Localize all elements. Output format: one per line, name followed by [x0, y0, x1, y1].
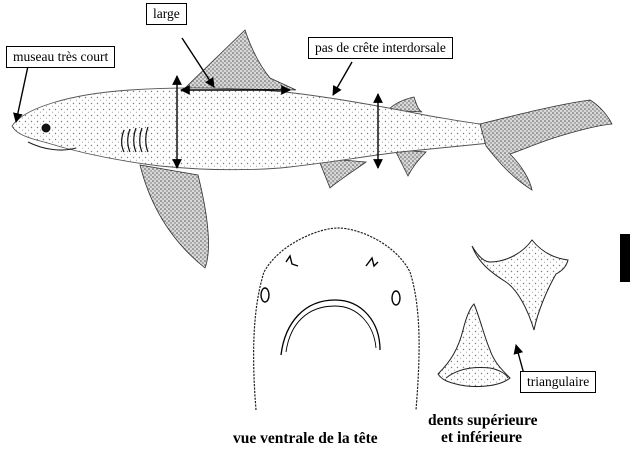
- nostril-right: [366, 258, 378, 266]
- caudal-fin: [480, 100, 612, 190]
- eye-left: [261, 288, 269, 302]
- first-dorsal-fin: [185, 30, 296, 90]
- lower-tooth: [438, 304, 510, 386]
- teeth-illustration: [438, 240, 568, 386]
- pectoral-fin: [140, 165, 209, 268]
- caption-teeth-line1: dents supérieure: [428, 412, 538, 429]
- label-triangular: triangulaire: [520, 371, 596, 393]
- ventral-mouth: [281, 300, 380, 355]
- nostril-left: [286, 256, 298, 266]
- label-no-interdorsal-ridge: pas de crête interdorsale: [308, 37, 453, 59]
- shark-body: [12, 88, 506, 170]
- label-snout: museau très court: [6, 46, 115, 68]
- head-outline: [254, 228, 419, 410]
- page-edge-tab: [620, 234, 630, 282]
- ventral-head-view: [254, 228, 419, 410]
- eye-right: [392, 291, 400, 305]
- shark-eye: [42, 124, 51, 133]
- caption-teeth-line2: et inférieure: [441, 429, 522, 446]
- upper-tooth: [472, 240, 568, 330]
- caption-ventral-head-view: vue ventrale de la tête: [233, 430, 378, 447]
- ventral-mouth-inner: [286, 306, 376, 352]
- anal-fin: [395, 150, 426, 176]
- ridge-pointer-arrow: [333, 62, 352, 95]
- label-wide: large: [146, 3, 187, 25]
